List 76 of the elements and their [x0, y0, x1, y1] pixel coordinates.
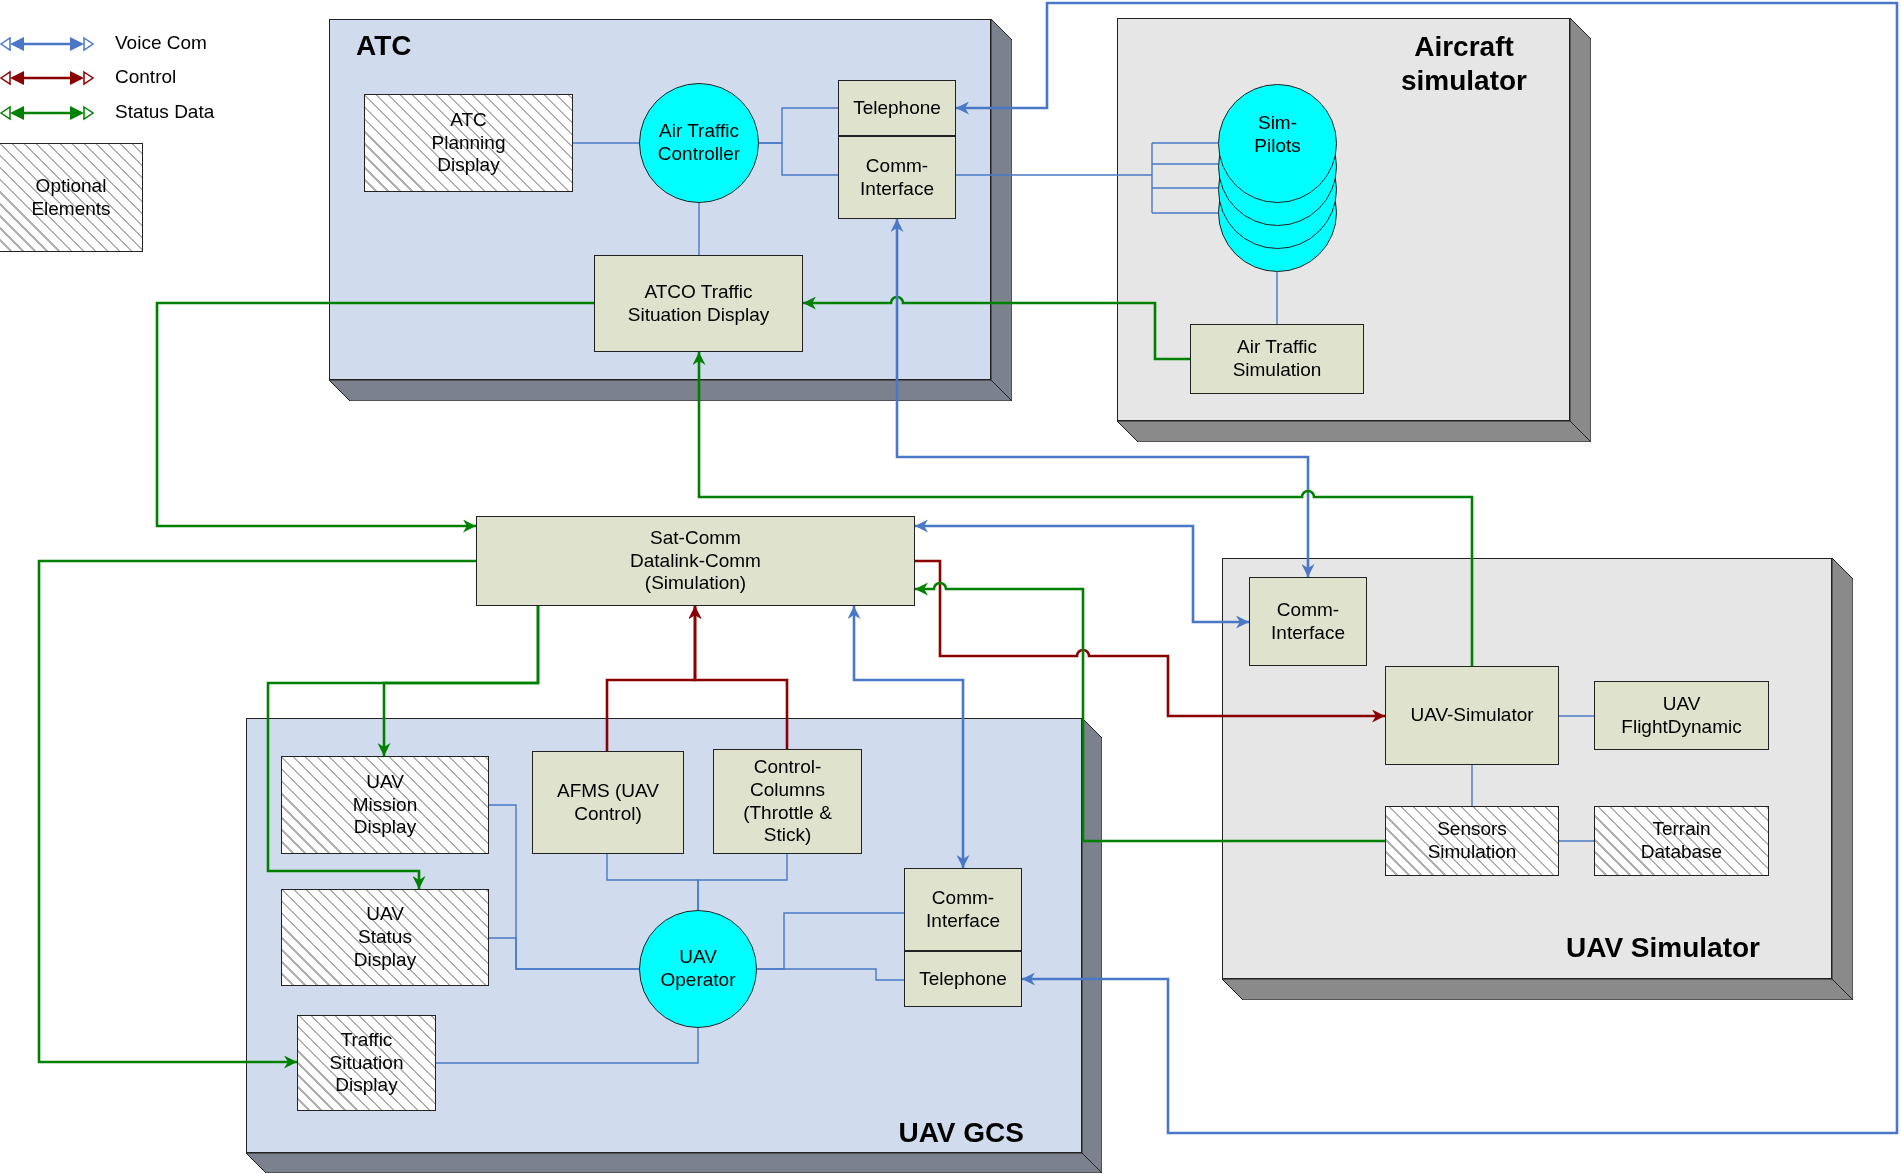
node-label: UAV Status Display — [352, 903, 418, 972]
node-label: Sat-Comm Datalink-Comm (Simulation) — [629, 526, 762, 596]
arrow — [266, 606, 540, 889]
connector-line — [488, 937, 640, 970]
process-box — [838, 136, 956, 219]
legend-label: Status Data — [115, 101, 215, 124]
node-label: UAV Operator — [659, 946, 737, 992]
connector-line — [955, 142, 1219, 214]
process-box — [1385, 666, 1559, 765]
connector-line — [572, 142, 640, 144]
connector-line — [756, 968, 905, 981]
arrow — [890, 219, 1315, 577]
process-box — [476, 516, 915, 606]
process-box — [1249, 577, 1367, 666]
arrow — [692, 352, 1474, 666]
connector-line — [697, 853, 788, 911]
group-panel — [1222, 558, 1853, 1000]
process-box — [904, 868, 1022, 951]
arrow — [803, 296, 1190, 361]
node-label: Sim-Pilots — [1253, 112, 1302, 158]
optional-box — [297, 1015, 436, 1111]
legend-label: Voice Com — [115, 32, 207, 55]
group-panel — [246, 718, 1102, 1173]
optional-box — [364, 94, 573, 192]
node-label: UAV FlightDynamic — [1620, 692, 1743, 739]
node-label: AFMS (UAV Control) — [555, 779, 660, 826]
process-box — [1594, 681, 1769, 750]
connector-line — [758, 142, 839, 176]
optional-box — [1594, 806, 1769, 876]
connector-line — [698, 202, 700, 256]
legend-label: Control — [115, 66, 177, 89]
connector-line — [1276, 271, 1278, 325]
optional-box — [1385, 806, 1559, 876]
node-label: Comm-Interface — [859, 154, 935, 201]
group-panel — [329, 19, 1012, 401]
group-panel — [1117, 18, 1591, 442]
optional-box — [281, 756, 489, 854]
node-label: Terrain Database — [1639, 818, 1724, 864]
arrow — [915, 559, 1385, 723]
process-box — [532, 751, 684, 854]
process-box — [838, 80, 956, 136]
optional-box — [281, 889, 489, 986]
node-label: Comm-Interface — [925, 886, 1001, 933]
connector-line — [1558, 840, 1595, 842]
node-label: Sensors Simulation — [1426, 818, 1518, 864]
legend-label: Optional Elements — [30, 174, 112, 221]
stacked-circles — [1218, 84, 1337, 272]
node-label: Air Traffic Simulation — [1231, 336, 1323, 382]
arrow — [688, 606, 789, 749]
node-label: Traffic Situation Display — [328, 1028, 405, 1098]
node-label: Telephone — [919, 967, 1007, 991]
panel-title: UAV Simulator — [1566, 931, 1760, 965]
arrow — [155, 301, 594, 533]
arrow — [915, 519, 1249, 629]
node-label: UAV-Simulator — [1410, 704, 1534, 727]
node-label: Air Traffic Controller — [656, 120, 742, 166]
node-label: ATC Planning Display — [430, 108, 507, 178]
node-label: Control-Columns (Throttle & Stick) — [742, 755, 833, 848]
node-label: Telephone — [853, 96, 941, 120]
connector-line — [1471, 764, 1473, 807]
node-label: Comm-Interface — [1270, 598, 1346, 645]
process-box — [904, 951, 1022, 1007]
connector-line — [1558, 715, 1595, 717]
process-box — [1190, 324, 1364, 394]
arrow — [915, 582, 1385, 843]
node-label: UAV Mission Display — [351, 770, 419, 840]
arrow — [956, 1, 1899, 1135]
panel-title: ATC — [356, 29, 412, 63]
arrow — [847, 606, 970, 868]
process-box — [713, 749, 862, 854]
connector-line — [435, 1027, 699, 1064]
process-box — [594, 255, 803, 352]
node-label: ATCO Traffic Situation Display — [626, 280, 771, 327]
arrow — [37, 559, 476, 1069]
panel-title: Aircraft simulator — [1400, 30, 1528, 98]
panel-title: UAV GCS — [898, 1116, 1024, 1150]
